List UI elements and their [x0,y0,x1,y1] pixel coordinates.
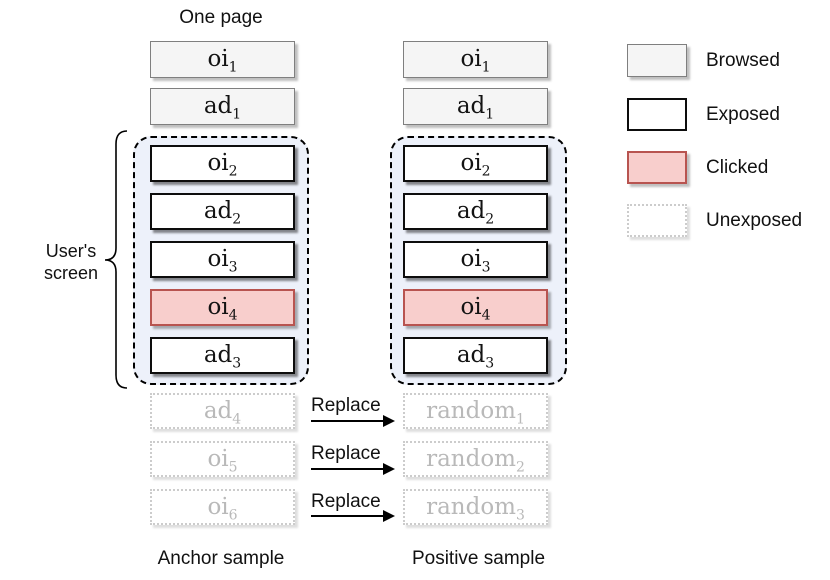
browsed-swatch [627,44,687,77]
legend-label: Exposed [706,103,780,125]
legend-label: Unexposed [706,209,803,231]
anchor-box-ad3: ad3 [150,337,295,374]
positive-box-oi1: oi1 [403,41,548,78]
anchor-box-oi2: oi2 [150,145,295,182]
box-label: oi1 [460,46,491,76]
box-label: oi3 [460,246,491,276]
legend-item-exposed: Exposed [627,98,780,131]
positive-box-random1: random1 [403,393,548,429]
anchor-box-ad4-unexposed: ad4 [150,393,295,429]
box-label: ad2 [456,198,495,228]
box-label: oi6 [207,493,238,524]
legend-item-unexposed: Unexposed [627,204,802,237]
replace-label-2: Replace [311,443,381,464]
users-screen-brace [104,130,128,389]
anchor-box-oi3: oi3 [150,241,295,278]
box-label: oi2 [460,150,491,180]
positive-box-oi4-clicked: oi4 [403,289,548,326]
replace-label-1: Replace [311,395,381,416]
box-label: oi1 [207,46,238,76]
positive-box-oi2: oi2 [403,145,548,182]
positive-box-oi3: oi3 [403,241,548,278]
page-title: One page [179,7,263,28]
box-label: ad4 [203,397,242,428]
users-screen-label-line1: User's [45,241,97,261]
positive-box-random3: random3 [403,489,548,525]
box-label: oi2 [207,150,238,180]
arrowhead-icon [383,415,395,427]
arrowhead-icon [383,510,395,522]
positive-box-ad2: ad2 [403,193,548,230]
positive-box-ad3: ad3 [403,337,548,374]
anchor-box-ad1: ad1 [150,88,295,125]
box-label: ad3 [456,342,495,372]
users-screen-label: User's screen [34,240,108,284]
positive-box-random2: random2 [403,441,548,477]
replace-label-3: Replace [311,491,381,512]
anchor-box-oi5-unexposed: oi5 [150,441,295,477]
box-label: oi4 [460,294,491,324]
positive-sample-label: Positive sample [411,548,546,569]
anchor-box-oi1: oi1 [150,41,295,78]
legend-item-clicked: Clicked [627,151,768,184]
legend-item-browsed: Browsed [627,44,780,77]
legend-label: Browsed [706,49,780,71]
users-screen-label-line2: screen [43,263,99,283]
positive-box-ad1: ad1 [403,88,548,125]
box-label: oi5 [207,445,238,476]
box-label: random1 [426,397,525,428]
exposed-swatch [627,98,687,131]
anchor-box-oi4-clicked: oi4 [150,289,295,326]
anchor-box-ad2: ad2 [150,193,295,230]
legend-label: Clicked [706,156,769,178]
arrowhead-icon [383,463,395,475]
box-label: ad3 [203,342,242,372]
box-label: oi3 [207,246,238,276]
clicked-swatch [627,151,687,184]
anchor-box-oi6-unexposed: oi6 [150,489,295,525]
box-label: ad1 [203,93,242,123]
unexposed-swatch [627,204,687,237]
anchor-sample-label: Anchor sample [157,548,285,569]
box-label: ad2 [203,198,242,228]
box-label: random2 [426,445,525,476]
box-label: ad1 [456,93,495,123]
box-label: random3 [426,493,525,524]
box-label: oi4 [207,294,238,324]
